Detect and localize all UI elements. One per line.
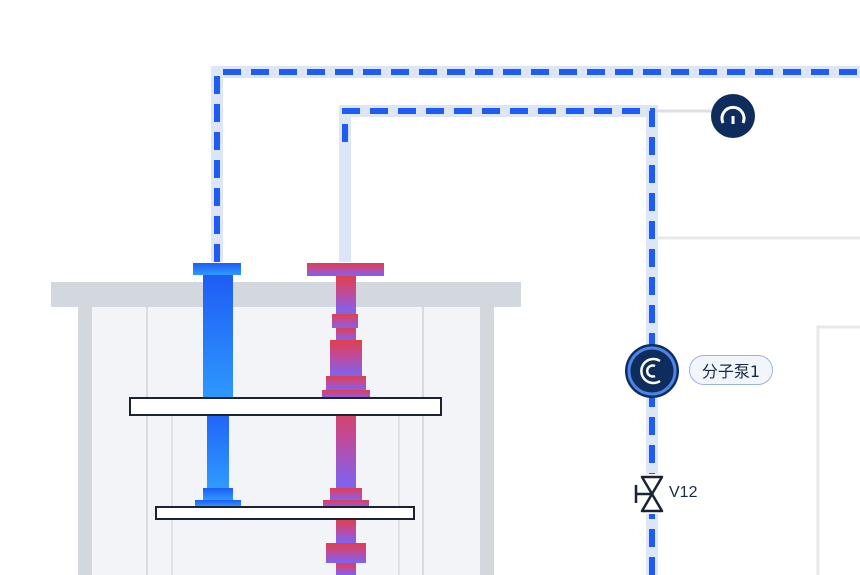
valve-icon[interactable] (634, 474, 668, 514)
pipes (214, 69, 860, 575)
vacuum-chamber (51, 282, 521, 575)
molecular-pump-icon[interactable] (625, 344, 679, 398)
chamber-lid (51, 282, 521, 307)
pipe-pump-line (342, 108, 655, 575)
lower-shelf-plate (155, 506, 415, 520)
pump-label[interactable]: 分子泵1 (689, 355, 773, 385)
blue-feedthrough-rod (193, 263, 241, 507)
upper-shelf-plate (129, 397, 442, 416)
red-feedthrough-rod (307, 263, 384, 575)
pressure-gauge-icon[interactable] (711, 94, 755, 138)
right-chamber-outline (654, 236, 860, 575)
valve-label: V12 (669, 484, 698, 501)
pipe-outer-line (214, 69, 860, 262)
